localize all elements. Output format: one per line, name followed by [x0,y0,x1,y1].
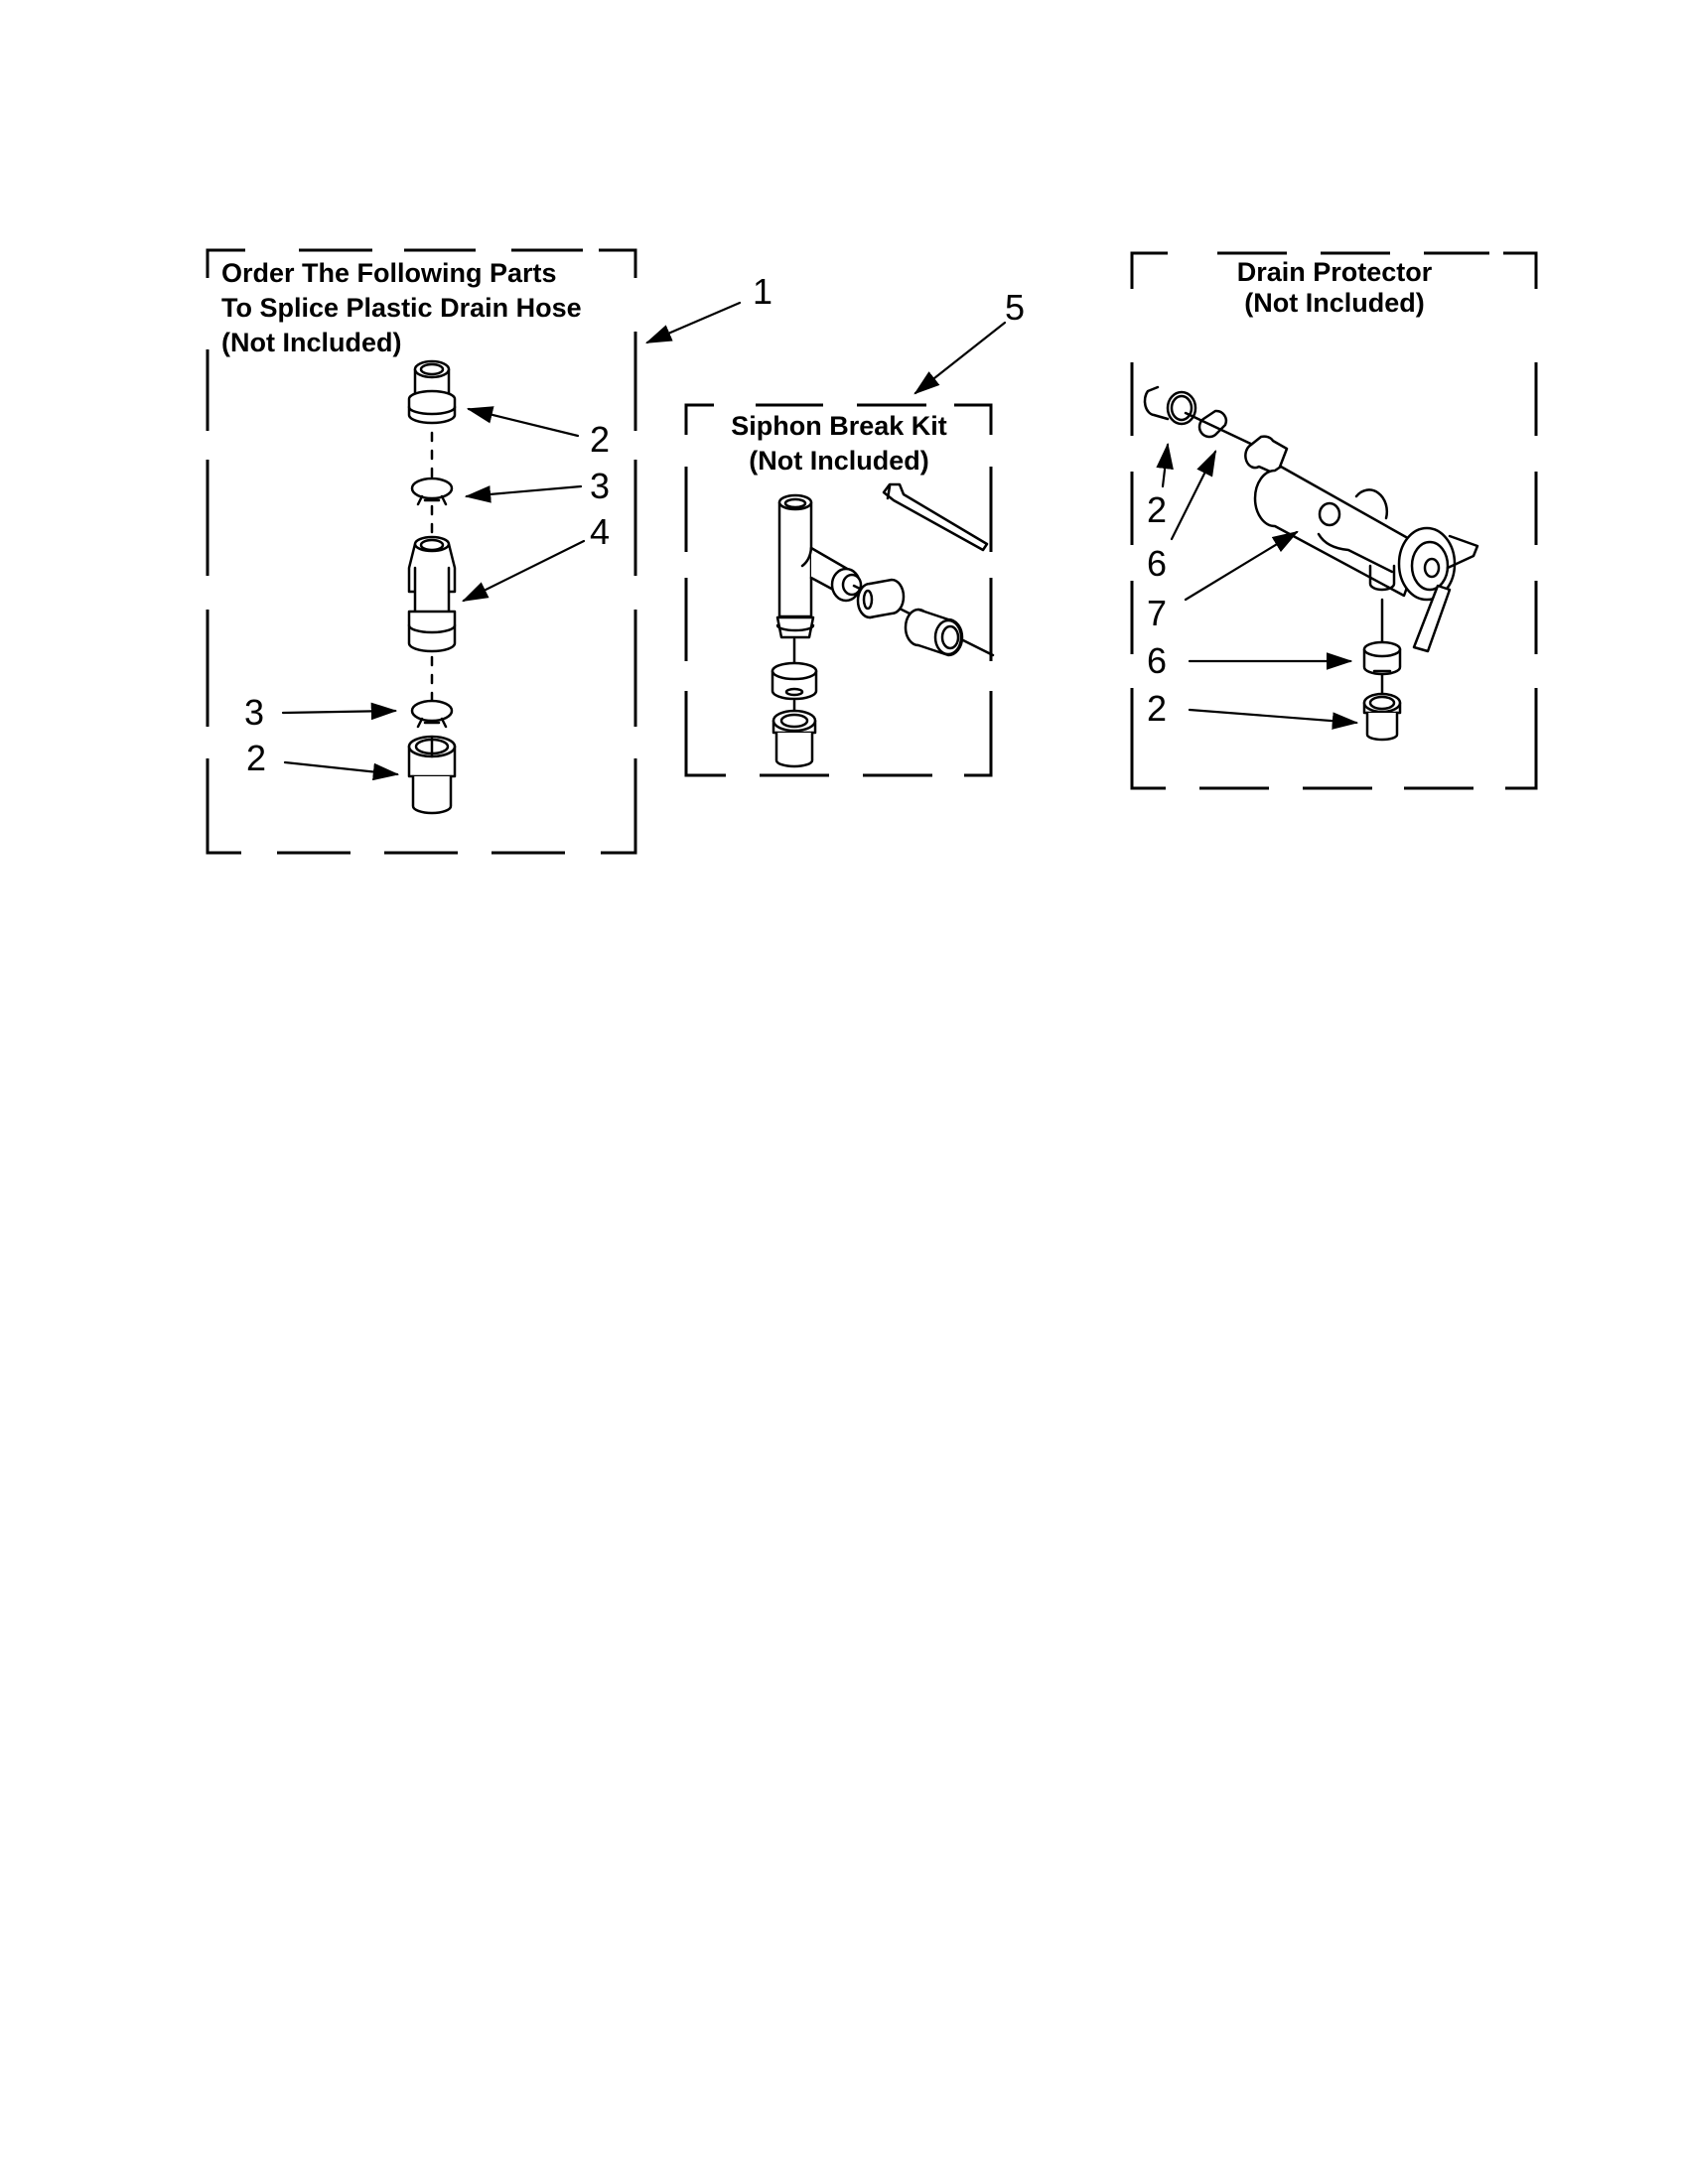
part-label-2: 2 [1147,688,1168,729]
part-label-3: 3 [590,466,611,506]
connector-part-4 [407,535,457,653]
parts-line-art [281,301,1479,815]
callout-1: 1 [753,271,773,312]
part-label-2: 2 [246,738,267,778]
dashed-frame [1130,251,1538,790]
dashed-frame [684,403,993,777]
siphon-clamp-side [856,578,906,619]
part-label-4: 4 [590,511,611,552]
drain-protector-title: Drain Protector (Not Included) [1130,257,1539,319]
title-line: (Not Included) [221,328,402,357]
part-label-6: 6 [1147,640,1168,681]
splice-kit-group: Order The Following Parts To Splice Plas… [206,248,638,856]
title-line: Drain Protector [1236,257,1433,287]
siphon-adapter-side [904,608,964,657]
siphon-break-kit-title: Siphon Break Kit (Not Included) [684,409,994,478]
part-label-6: 6 [1147,543,1168,584]
drain-protector-body [1244,435,1479,653]
part-label-2: 2 [590,419,611,460]
splice-kit-title: Order The Following Parts To Splice Plas… [221,256,582,360]
dashed-frame [206,248,637,855]
clamp-part-3-bottom [410,699,454,729]
cable-tie [882,482,989,552]
siphon-break-kit-group: Siphon Break Kit (Not Included) [684,403,994,778]
siphon-adapter-lower [772,709,817,768]
protector-adapter-bottom [1362,692,1402,742]
title-line: To Splice Plastic Drain Hose [221,293,582,323]
callout-5: 5 [1005,287,1026,328]
siphon-clamp-lower [771,661,818,701]
part-label-7: 7 [1147,593,1168,633]
tee-fitting [775,493,863,639]
part-label-3: 3 [244,692,265,733]
protector-clamp-top [1197,409,1228,439]
protector-adapter-top [1143,385,1197,426]
adapter-part-2-top [407,359,457,425]
title-line: (Not Included) [1244,288,1425,318]
drain-protector-group: Drain Protector (Not Included) [1130,251,1539,791]
clamp-part-3-top [410,477,454,506]
part-label-2: 2 [1147,489,1168,530]
title-line: Order The Following Parts [221,258,557,288]
title-line: Siphon Break Kit [731,411,947,441]
protector-clamp-bottom [1362,640,1402,676]
title-line: (Not Included) [749,446,929,476]
